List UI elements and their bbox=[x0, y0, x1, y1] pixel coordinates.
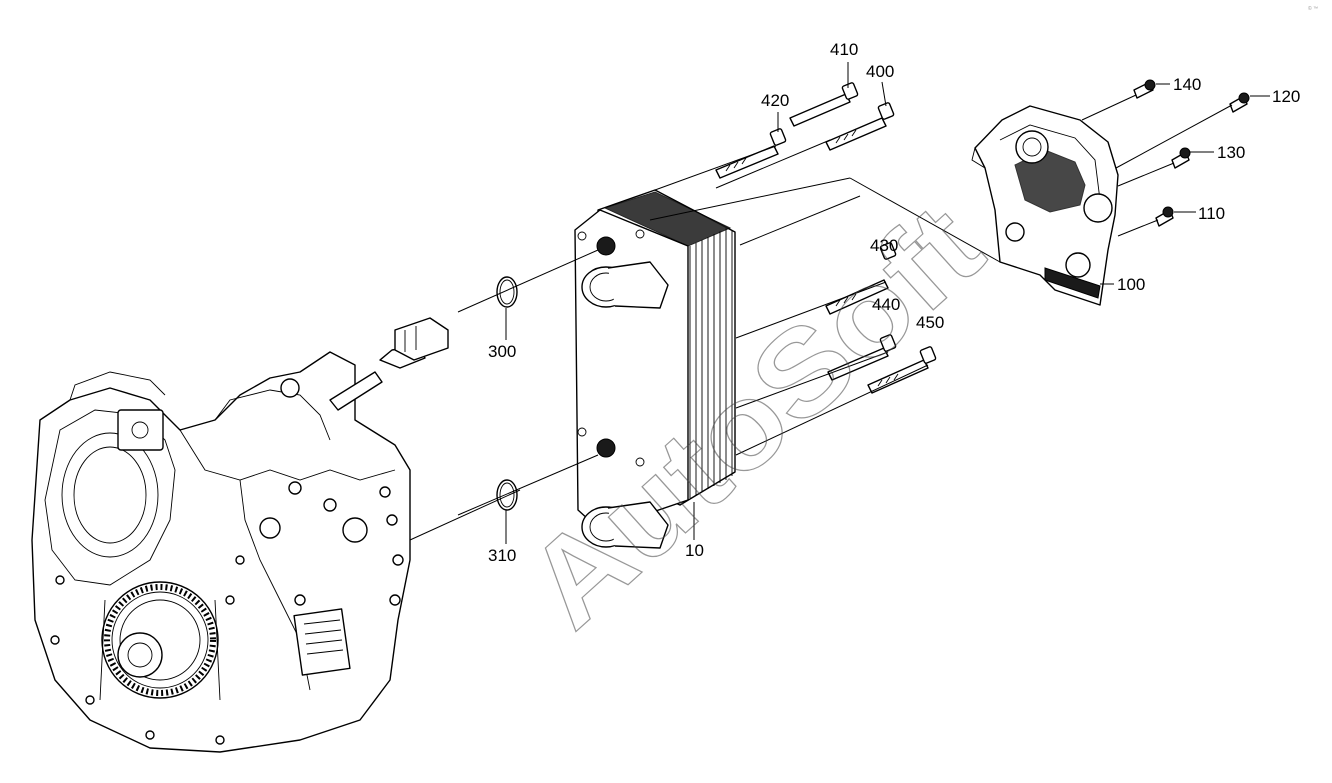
bolt-140 bbox=[1133, 79, 1156, 99]
callout-110: 110 bbox=[1198, 204, 1225, 223]
callout-430: 430 bbox=[870, 236, 898, 255]
callout-labels: 410 400 420 140 120 130 110 100 430 440 … bbox=[488, 40, 1300, 565]
assembly-lines bbox=[409, 62, 1270, 544]
callout-100: 100 bbox=[1117, 275, 1145, 294]
transmission-housing bbox=[31, 351, 411, 753]
corner-mark: © ™ bbox=[1308, 5, 1318, 12]
bolt-120 bbox=[1229, 92, 1250, 113]
callout-440: 440 bbox=[872, 295, 900, 314]
oil-cooler bbox=[574, 189, 736, 549]
callout-140: 140 bbox=[1173, 75, 1201, 94]
callout-10: 10 bbox=[685, 541, 704, 560]
wiring-connector bbox=[379, 317, 449, 369]
bolt-440 bbox=[827, 334, 897, 381]
callout-310: 310 bbox=[488, 546, 516, 565]
callout-450: 450 bbox=[916, 313, 944, 332]
callout-410: 410 bbox=[830, 40, 858, 59]
callout-120: 120 bbox=[1272, 87, 1300, 106]
bolt-410 bbox=[789, 82, 859, 127]
bolt-130 bbox=[1171, 147, 1191, 169]
bolt-110 bbox=[1155, 206, 1174, 227]
o-ring-300 bbox=[496, 276, 518, 308]
bolt-430 bbox=[825, 242, 897, 315]
bolt-450 bbox=[867, 346, 937, 394]
bolt-420 bbox=[715, 128, 787, 179]
mounting-bracket bbox=[971, 105, 1119, 306]
callout-130: 130 bbox=[1217, 143, 1245, 162]
bolt-400 bbox=[825, 102, 895, 151]
callout-300: 300 bbox=[488, 342, 516, 361]
o-ring-310 bbox=[496, 479, 518, 511]
callout-420: 420 bbox=[761, 91, 789, 110]
callout-400: 400 bbox=[866, 62, 894, 81]
